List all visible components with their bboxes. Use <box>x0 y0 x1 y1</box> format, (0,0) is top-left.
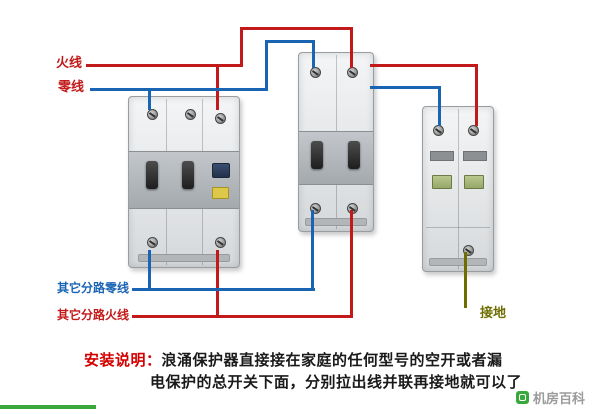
din-rail-clip <box>137 254 231 262</box>
live-wire-drop-to-spd <box>475 64 478 126</box>
neutral-wire-top-run <box>265 40 315 43</box>
terminal-screw <box>310 67 321 78</box>
terminal-screw <box>215 237 226 248</box>
rcd-test-button <box>212 163 230 178</box>
label-ground: 接地 <box>480 305 507 320</box>
note-text-1: 浪涌保护器直接接在家庭的任何型号的空开或者漏 <box>161 352 503 369</box>
note-line-1: 安装说明：浪涌保护器直接接在家庭的任何型号的空开或者漏 <box>84 350 564 372</box>
live-wire-drop-to-branch-breaker <box>350 27 353 68</box>
label-branch-neutral: 其它分路零线 <box>57 281 130 295</box>
spd-label-tag <box>463 151 487 161</box>
label-neutral-wire: 零线 <box>58 79 85 94</box>
watermark-text: 机房百科 <box>533 391 586 406</box>
neutral-wire-drop-to-main-breaker <box>148 88 151 110</box>
breaker-toggle <box>311 141 323 169</box>
branch-breaker-device <box>298 52 374 232</box>
ground-wire <box>464 252 467 308</box>
live-wire-drop-to-main-breaker <box>216 64 219 110</box>
live-wire-top-run <box>240 27 353 30</box>
main-breaker-device <box>128 96 240 268</box>
live-wire-branch-breaker-output <box>350 210 353 318</box>
din-rail-clip <box>428 258 488 266</box>
live-wire-riser <box>240 27 243 67</box>
green-book-icon <box>516 391 529 404</box>
note-heading: 安装说明： <box>84 352 162 369</box>
installation-note: 安装说明：浪涌保护器直接接在家庭的任何型号的空开或者漏 电保护的总开关下面，分别… <box>84 350 564 394</box>
spd-label-tag <box>430 151 454 161</box>
neutral-wire-to-spd-horizontal <box>370 86 441 89</box>
neutral-wire-drop-to-spd <box>438 86 441 126</box>
module-seam <box>458 109 459 269</box>
terminal-screw <box>147 237 158 248</box>
branch-neutral-bus <box>132 288 315 291</box>
spd-status-window <box>464 175 484 189</box>
surge-protector-device <box>422 106 494 272</box>
din-rail-clip <box>304 218 368 226</box>
terminal-screw <box>147 109 158 120</box>
terminal-screw <box>468 125 479 136</box>
label-branch-live: 其它分路火线 <box>57 308 130 322</box>
breaker-toggle <box>348 141 360 169</box>
neutral-wire-main-breaker-output <box>148 250 151 291</box>
note-text-2: 电保护的总开关下面，分别拉出线并联再接地就可以了 <box>150 374 523 391</box>
watermark: 机房百科 <box>516 388 585 407</box>
rating-label <box>212 187 229 199</box>
live-wire-to-spd-horizontal <box>370 64 478 67</box>
module-seam <box>426 227 490 228</box>
neutral-wire-riser <box>265 40 268 91</box>
neutral-wire-top-horizontal <box>90 88 268 91</box>
terminal-screw <box>215 113 226 124</box>
terminal-screw <box>347 67 358 78</box>
terminal-screw <box>185 109 196 120</box>
neutral-wire-branch-breaker-output <box>311 210 314 291</box>
breaker-toggle <box>182 161 194 189</box>
branch-live-bus <box>132 315 353 318</box>
ground-terminal-screw <box>463 245 474 256</box>
terminal-screw <box>433 125 444 136</box>
neutral-wire-drop-to-branch-breaker <box>312 40 315 68</box>
breaker-toggle <box>146 161 158 189</box>
terminal-screw <box>310 203 321 214</box>
live-wire-main-breaker-output <box>216 250 219 318</box>
spd-status-window <box>432 175 452 189</box>
live-wire-top-horizontal <box>86 64 243 67</box>
label-live-wire: 火线 <box>56 55 83 70</box>
footer-green-bar <box>0 405 96 409</box>
